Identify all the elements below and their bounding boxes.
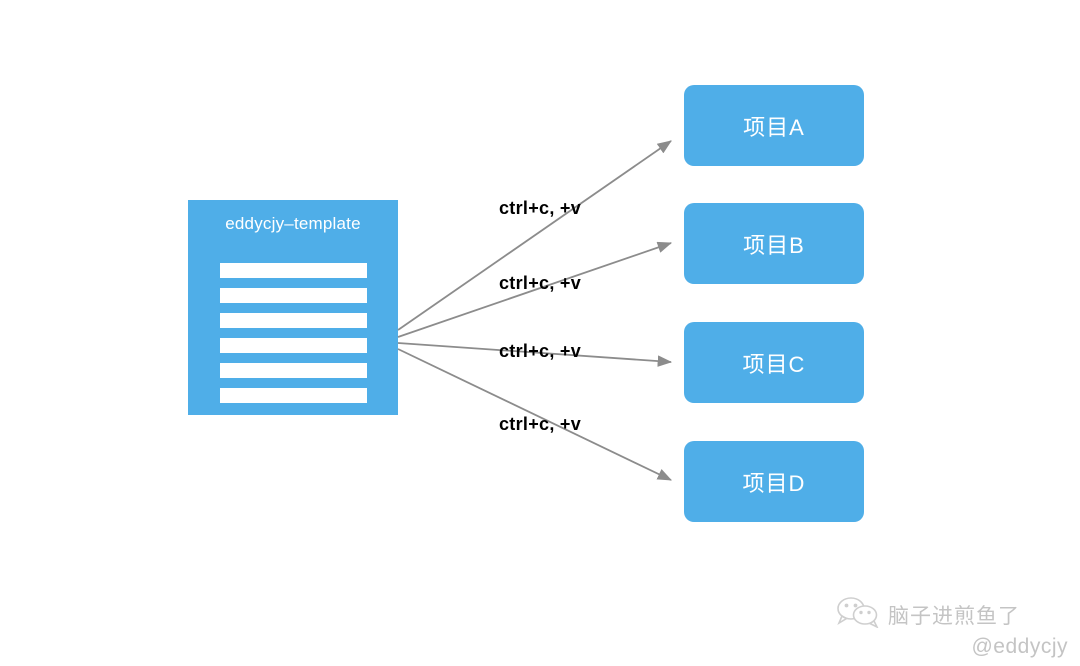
watermark: 脑子进煎鱼了 @eddycjy (836, 596, 1076, 658)
project-box-b[interactable]: 项目B (684, 203, 864, 284)
arrow-label-copy-paste-c: ctrl+c, +v (499, 341, 582, 361)
project-box-label: 项目D (742, 470, 806, 496)
arrow-label-copy-paste-b: ctrl+c, +v (499, 273, 582, 293)
watermark-row: 脑子进煎鱼了 (836, 596, 1076, 633)
template-line (220, 363, 367, 378)
arrow-label-copy-paste-d: ctrl+c, +v (499, 414, 582, 434)
project-box-label: 项目A (743, 114, 805, 140)
template-line (220, 388, 367, 403)
watermark-handle: @eddycjy (971, 635, 1068, 658)
project-box-c[interactable]: 项目C (684, 322, 864, 403)
project-box-d[interactable]: 项目D (684, 441, 864, 522)
template-line (220, 288, 367, 303)
project-box-label: 项目B (743, 232, 805, 258)
template-document-box[interactable]: eddycjy–template (188, 200, 398, 415)
watermark-name: 脑子进煎鱼了 (888, 604, 1020, 628)
wechat-icon (836, 596, 880, 633)
arrow-label-copy-paste-a: ctrl+c, +v (499, 198, 582, 218)
template-line (220, 263, 367, 278)
template-line (220, 338, 367, 353)
template-line (220, 313, 367, 328)
project-box-a[interactable]: 项目A (684, 85, 864, 166)
project-box-label: 项目C (742, 351, 806, 377)
template-title: eddycjy–template (225, 214, 361, 233)
arrow-connector (397, 140, 672, 331)
